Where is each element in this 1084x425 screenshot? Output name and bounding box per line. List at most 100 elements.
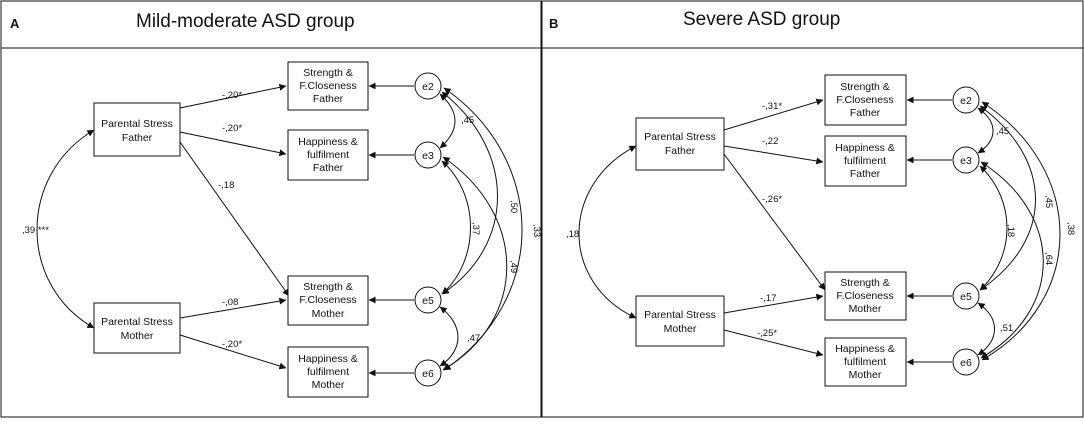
b-coef-e2-e5: ,45 — [1043, 195, 1054, 208]
b-node-ps-mother: Parental Stress Mother — [635, 295, 725, 347]
b-cov-e2-e6 — [981, 101, 1061, 361]
a-e3-label: e3 — [422, 150, 434, 162]
a-error-e6: e6 — [414, 359, 442, 387]
a-hf-mother-line1: Happiness & — [298, 353, 358, 365]
b-sfc-mother-line1: Strength & — [840, 277, 890, 289]
a-node-hf-father: Happiness & fulfilment Father — [287, 129, 369, 181]
b-node-ps-father: Parental Stress Father — [635, 117, 725, 171]
a-coef-psf-sfcf: -,20* — [222, 90, 242, 101]
b-hf-mother-line1: Happiness & — [835, 343, 895, 355]
a-coef-e2-e3: ,45 — [461, 115, 474, 126]
b-ps-father-line1: Parental Stress — [644, 131, 716, 143]
a-coef-e3-e6: ,49 — [508, 260, 519, 273]
a-hf-father-line3: Father — [313, 162, 344, 174]
panel-a-letter: A — [10, 16, 20, 31]
a-path-psm-sfcm — [179, 297, 287, 319]
b-coef-e2-e3: ,45 — [996, 126, 1009, 137]
b-hf-father-line1: Happiness & — [835, 142, 895, 154]
b-error-e2: e2 — [952, 86, 980, 114]
b-e2-label: e2 — [960, 95, 972, 107]
a-hf-father-line2: fulfilment — [307, 149, 349, 161]
b-cov-e2-e5 — [979, 105, 1036, 291]
b-coef-psf-hff: -,22 — [762, 136, 778, 147]
a-coef-psm-hfm: -,20* — [222, 339, 242, 350]
b-sfc-father-line1: Strength & — [840, 81, 890, 93]
a-cov-e5-e6 — [439, 306, 459, 367]
a-coef-psm-sfcm: -,08 — [222, 297, 238, 308]
a-path-psf-sfcm — [179, 141, 290, 297]
b-hf-father-line3: Father — [850, 168, 881, 180]
a-sfc-mother-line2: F.Closeness — [299, 294, 356, 306]
b-coef-psm-hfm: -,25* — [757, 328, 777, 339]
a-coef-e3-e5: ,37 — [470, 222, 481, 235]
a-e6-label: e6 — [422, 368, 434, 380]
a-ps-mother-line2: Mother — [121, 330, 154, 342]
a-coef-psf-hff: -,20* — [222, 123, 242, 134]
b-coef-e3-e6: ,64 — [1043, 252, 1054, 265]
b-path-psm-hfm — [723, 329, 824, 357]
a-sfc-mother-line1: Strength & — [303, 281, 353, 293]
b-node-hf-father: Happiness & fulfilment Father — [824, 135, 907, 187]
b-path-psf-sfcm — [723, 153, 826, 291]
b-error-e5: e5 — [952, 282, 980, 310]
a-node-sfc-father: Strength & F.Closeness Father — [287, 61, 369, 111]
b-covariance-ps — [578, 145, 637, 319]
b-sfc-mother-line2: F.Closeness — [836, 290, 893, 302]
panel-b: B Severe ASD group Parental Stress Fathe… — [541, 0, 1084, 418]
a-path-psf-hff — [179, 131, 287, 157]
b-ps-mother-line2: Mother — [664, 323, 697, 335]
a-cov-e3-e5 — [441, 160, 471, 295]
b-coef-ps-covariance: ,18 — [566, 229, 579, 240]
a-cov-e3-e6 — [442, 156, 508, 371]
a-node-ps-mother: Parental Stress Mother — [93, 302, 181, 354]
panel-b-letter: B — [549, 16, 558, 31]
b-cov-e3-e6 — [980, 161, 1044, 359]
b-error-e6: e6 — [952, 348, 980, 376]
a-hf-father-line1: Happiness & — [298, 136, 358, 148]
b-coef-e5-e6: ,51 — [1000, 323, 1013, 334]
a-node-ps-father: Parental Stress Father — [93, 102, 181, 157]
panel-a: A Mild-moderate ASD group Parental Stres… — [0, 0, 542, 418]
a-error-e3: e3 — [414, 141, 442, 169]
a-ps-father-line2: Father — [122, 132, 153, 144]
a-coef-e2-e5: ,50 — [508, 200, 519, 213]
a-path-psm-hfm — [179, 334, 287, 370]
panel-b-title: Severe ASD group — [683, 9, 840, 30]
b-node-hf-mother: Happiness & fulfilment Mother — [824, 337, 907, 387]
a-sfc-father-line2: F.Closeness — [299, 80, 356, 92]
a-hf-mother-line2: fulfilment — [307, 366, 349, 378]
a-covariance-ps — [36, 129, 95, 329]
a-e2-label: e2 — [422, 81, 434, 93]
b-coef-e3-e5: ,18 — [1005, 224, 1016, 237]
a-sfc-father-line3: Father — [313, 93, 344, 105]
a-e5-label: e5 — [422, 295, 434, 307]
a-sfc-father-line1: Strength & — [303, 67, 353, 79]
b-coef-psf-sfcm: -,26* — [762, 194, 782, 205]
b-sfc-father-line2: F.Closeness — [836, 94, 893, 106]
a-node-sfc-mother: Strength & F.Closeness Mother — [287, 275, 369, 326]
b-e6-label: e6 — [960, 357, 972, 369]
b-e5-label: e5 — [960, 291, 972, 303]
a-node-hf-mother: Happiness & fulfilment Mother — [287, 346, 369, 398]
a-error-e2: e2 — [414, 72, 442, 100]
b-node-sfc-father: Strength & F.Closeness Father — [824, 74, 907, 126]
panel-b-frame — [541, 0, 1084, 418]
b-coef-e2-e6: ,38 — [1065, 222, 1076, 235]
b-node-sfc-mother: Strength & F.Closeness Mother — [824, 271, 907, 321]
panel-a-title: Mild-moderate ASD group — [136, 11, 355, 32]
b-hf-father-line2: fulfilment — [844, 155, 886, 167]
panel-a-frame — [0, 0, 542, 418]
b-cov-e3-e5 — [979, 165, 1008, 291]
a-coef-ps-covariance: ,39 *** — [22, 225, 49, 236]
a-sfc-mother-line3: Mother — [312, 308, 345, 320]
a-error-e5: e5 — [414, 286, 442, 314]
b-sfc-father-line3: Father — [850, 107, 881, 119]
a-ps-father-line1: Parental Stress — [101, 118, 173, 130]
b-coef-psf-sfcf: -,31* — [762, 101, 782, 112]
b-path-psf-sfcf — [723, 98, 824, 131]
a-cov-e2-e5 — [441, 91, 498, 295]
a-cov-e2-e3 — [439, 93, 456, 149]
b-coef-psm-sfcm: -,17 — [760, 293, 776, 304]
